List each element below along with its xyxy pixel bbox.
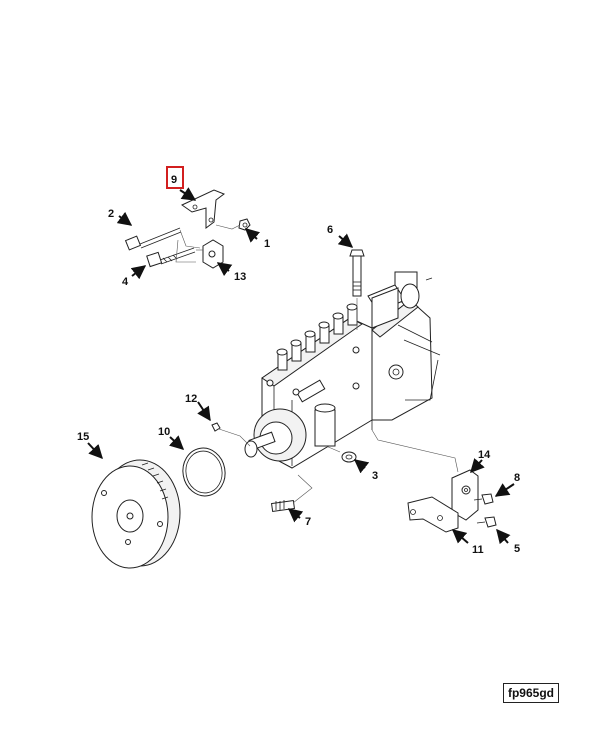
bracket-part-9 <box>181 189 226 229</box>
callout-9-highlight-box <box>166 166 184 189</box>
gear-part-15 <box>91 459 181 569</box>
callout-5: 5 <box>514 543 520 555</box>
stud-part-7 <box>270 474 313 513</box>
callout-15: 15 <box>77 431 89 443</box>
callout-12: 12 <box>185 393 197 405</box>
nut-part-1 <box>238 218 251 231</box>
plate-part-11 <box>407 496 459 533</box>
callout-9: 9 <box>171 174 177 186</box>
capscrew-part-4 <box>146 247 196 268</box>
capscrew-part-8 <box>473 493 494 505</box>
o-ring-part-10 <box>182 447 226 497</box>
block-part-13 <box>202 239 224 269</box>
callout-2: 2 <box>108 208 114 220</box>
callout-4: 4 <box>122 276 129 288</box>
stud-part-6 <box>349 249 365 330</box>
callout-13: 13 <box>234 271 246 283</box>
figure-code-label: fp965gd <box>503 683 559 703</box>
callout-6: 6 <box>327 224 333 236</box>
callout-labels: 1 2 3 4 5 6 7 8 9 10 11 12 13 14 15 <box>77 166 520 556</box>
callout-3: 3 <box>372 470 378 482</box>
callout-arrows <box>87 187 515 545</box>
callout-7: 7 <box>305 516 311 528</box>
nut-part-3 <box>325 445 357 463</box>
callout-11: 11 <box>472 544 484 556</box>
capscrew-part-5 <box>476 516 497 528</box>
key-part-12 <box>211 422 251 447</box>
callout-10: 10 <box>158 426 170 438</box>
callout-8: 8 <box>514 472 520 484</box>
callout-1: 1 <box>264 238 270 250</box>
injection-pump-body <box>244 271 441 469</box>
capscrew-part-2 <box>124 227 182 251</box>
support-bracket-part-14 <box>371 429 479 521</box>
callout-14: 14 <box>478 449 491 461</box>
